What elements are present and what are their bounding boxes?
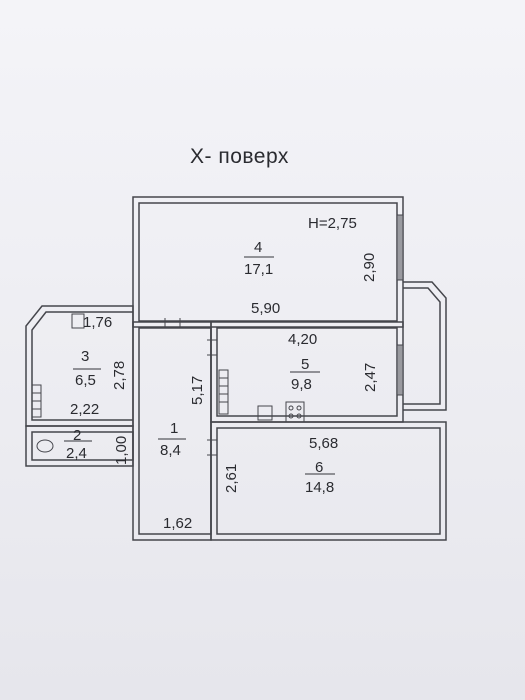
room-2-area: 2,4 bbox=[66, 445, 87, 462]
room-1-number: 1 bbox=[170, 420, 179, 437]
ceiling-height-label: H=2,75 bbox=[308, 215, 357, 232]
room-5-area: 9,8 bbox=[291, 376, 312, 393]
room-6-area: 14,8 bbox=[305, 479, 335, 496]
room-3-top-dimension: 1,76 bbox=[83, 314, 113, 331]
room-3-height-dimension: 2,78 bbox=[111, 360, 128, 390]
room-1-area: 8,4 bbox=[160, 442, 181, 459]
room-6-number: 6 bbox=[315, 459, 324, 476]
room-3-bottom-dimension: 2,22 bbox=[70, 401, 100, 418]
room-4-inner bbox=[138, 202, 398, 322]
room-4-width-dimension: 5,90 bbox=[251, 300, 281, 317]
room-1-height-dimension: 5,17 bbox=[189, 375, 206, 405]
room-3-area: 6,5 bbox=[75, 372, 96, 389]
floor-title: Х- поверх bbox=[190, 145, 289, 168]
bay-window-wall bbox=[403, 281, 447, 411]
room-6-height-dimension: 2,61 bbox=[223, 463, 240, 493]
room-5-number: 5 bbox=[301, 356, 310, 373]
room-6-width-dimension: 5,68 bbox=[309, 435, 339, 452]
room-5-height-dimension: 2,47 bbox=[362, 362, 379, 392]
room-2-height-dimension: 1,00 bbox=[113, 435, 130, 465]
room-3-walls bbox=[25, 305, 134, 427]
room-3-number: 3 bbox=[81, 348, 90, 365]
room-5-width-dimension: 4,20 bbox=[288, 331, 318, 348]
room-4-walls bbox=[132, 196, 404, 328]
room-4-height-dimension: 2,90 bbox=[361, 252, 378, 282]
room-4-area: 17,1 bbox=[244, 261, 274, 278]
room-4-number: 4 bbox=[254, 239, 263, 256]
room-2-number: 2 bbox=[73, 427, 82, 444]
room-1-width-dimension: 1,62 bbox=[163, 515, 193, 532]
